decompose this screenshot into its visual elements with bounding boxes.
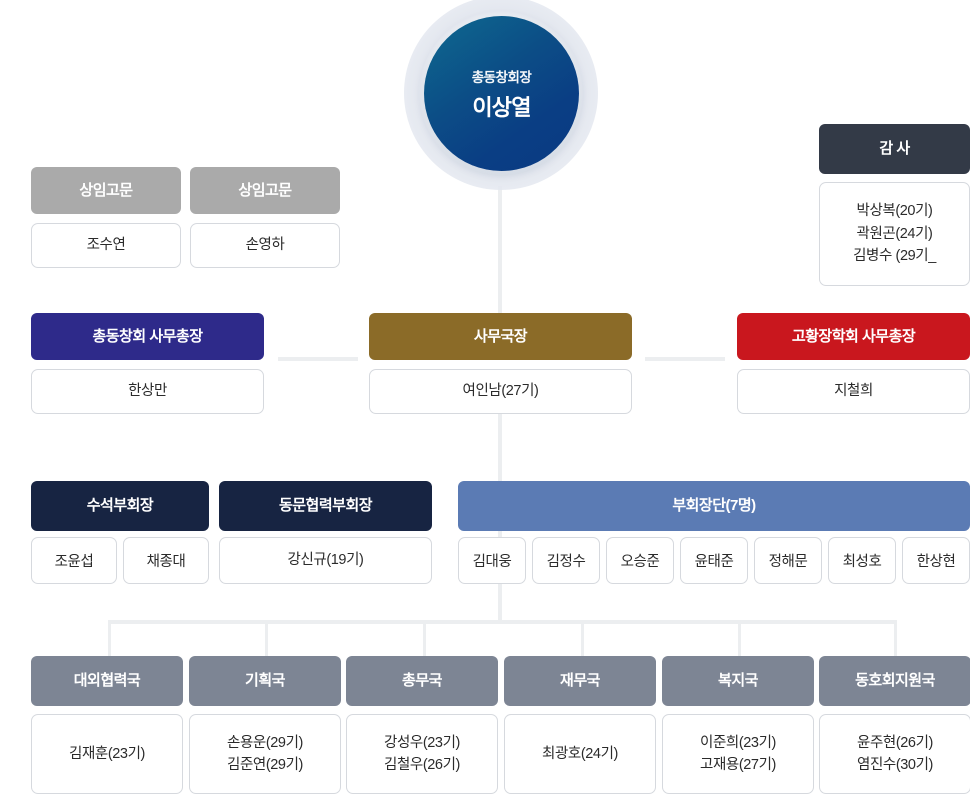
advisor-2-title: 상임고문: [238, 181, 292, 199]
chief-vicepresident-member: 조윤섭: [31, 537, 117, 584]
connector-drop-1: [108, 620, 111, 656]
connector-drop-4: [581, 620, 584, 656]
alumni-cooperation-vicepresident-title: 동문협력부회장: [278, 497, 373, 514]
connector-secretary-left: [278, 357, 358, 361]
department-members-daeoe: 김재훈(23기): [31, 714, 183, 794]
department-title: 동호회지원국: [855, 672, 935, 689]
department-title: 재무국: [560, 672, 600, 689]
vicepresident-group-member: 오승준: [606, 537, 674, 584]
department-member: 최광호(24기): [542, 745, 618, 762]
advisor-2-name: 손영하: [245, 237, 285, 254]
chief-vicepresident-title: 수석부회장: [86, 497, 154, 514]
department-members-donghohoe: 윤주현(26기) 염진수(30기): [819, 714, 970, 794]
auditor-title: 감 사: [879, 140, 910, 157]
connector-secretary-right: [645, 357, 725, 361]
office-director-name-box: 여인남(27기): [369, 369, 632, 414]
department-member: 이준희(23기): [700, 734, 776, 751]
department-member: 강성우(23기): [384, 734, 460, 751]
connector-department-bus: [110, 620, 896, 624]
president-role: 총동창회장: [471, 69, 532, 85]
vicepresident-group-title: 부회장단(7명): [672, 497, 756, 514]
advisor-1-title: 상임고문: [79, 181, 133, 199]
advisor-1-header[interactable]: 상임고문: [31, 167, 181, 214]
department-member: 김재훈(23기): [69, 745, 145, 762]
department-members-chongmu: 강성우(23기) 김철우(26기): [346, 714, 498, 794]
connector-drop-6: [894, 620, 897, 656]
department-member: 손용운(29기): [227, 734, 303, 751]
scholarship-secretary-header[interactable]: 고황장학회 사무총장: [737, 313, 970, 360]
auditor-member: 박상복(20기): [856, 203, 933, 220]
department-members-bokji: 이준희(23기) 고재용(27기): [662, 714, 814, 794]
auditor-header[interactable]: 감 사: [819, 124, 970, 174]
vicepresident-group-header[interactable]: 부회장단(7명): [458, 481, 970, 531]
department-header-donghohoe[interactable]: 동호회지원국: [819, 656, 970, 706]
office-director-title: 사무국장: [473, 327, 528, 345]
alumni-cooperation-vicepresident-name-box: 강신규(19기): [219, 537, 432, 584]
secretary-general-alumni-name: 한상만: [128, 383, 167, 400]
secretary-general-alumni-header[interactable]: 총동창회 사무총장: [31, 313, 264, 360]
department-header-daeoe[interactable]: 대외협력국: [31, 656, 183, 706]
scholarship-secretary-name-box: 지철희: [737, 369, 970, 414]
advisor-1-name-box: 조수연: [31, 223, 181, 268]
advisor-2-name-box: 손영하: [190, 223, 340, 268]
advisor-2-header[interactable]: 상임고문: [190, 167, 340, 214]
secretary-general-alumni-name-box: 한상만: [31, 369, 264, 414]
scholarship-secretary-title: 고황장학회 사무총장: [791, 327, 916, 345]
auditor-member: 김병수 (29기_: [853, 248, 936, 265]
chief-vicepresident-members: 조윤섭 채종대: [31, 537, 209, 584]
alumni-cooperation-vicepresident-name: 강신규(19기): [287, 552, 364, 569]
department-header-jaemu[interactable]: 재무국: [504, 656, 656, 706]
president-name: 이상열: [472, 94, 531, 120]
connector-drop-5: [738, 620, 741, 656]
secretary-general-alumni-title: 총동창회 사무총장: [92, 327, 203, 345]
connector-president-to-secretary: [498, 186, 502, 318]
department-title: 복지국: [718, 672, 758, 689]
office-director-name: 여인남(27기): [462, 383, 539, 400]
chief-vicepresident-member: 채종대: [123, 537, 209, 584]
connector-drop-2: [265, 620, 268, 656]
advisor-1-name: 조수연: [86, 237, 126, 254]
vicepresident-group-member: 김대웅: [458, 537, 526, 584]
vicepresident-group-member: 김정수: [532, 537, 600, 584]
auditor-member: 곽원곤(24기): [856, 225, 933, 242]
vicepresident-group-member: 정해문: [754, 537, 822, 584]
department-members-gihoek: 손용운(29기) 김준연(29기): [189, 714, 341, 794]
office-director-header[interactable]: 사무국장: [369, 313, 632, 360]
department-header-chongmu[interactable]: 총무국: [346, 656, 498, 706]
alumni-cooperation-vicepresident-header[interactable]: 동문협력부회장: [219, 481, 432, 531]
department-members-jaemu: 최광호(24기): [504, 714, 656, 794]
connector-drop-3: [423, 620, 426, 656]
department-member: 윤주현(26기): [857, 734, 933, 751]
vicepresident-group-members: 김대웅 김정수 오승준 윤태준 정해문 최성호 한상현: [458, 537, 970, 584]
vicepresident-group-member: 한상현: [902, 537, 970, 584]
department-member: 김철우(26기): [384, 757, 460, 773]
department-member: 고재용(27기): [700, 757, 776, 773]
department-title: 기획국: [245, 672, 285, 689]
department-member: 김준연(29기): [227, 757, 303, 773]
auditor-members-box: 박상복(20기) 곽원곤(24기) 김병수 (29기_: [819, 182, 970, 286]
vicepresident-group-member: 윤태준: [680, 537, 748, 584]
department-member: 염진수(30기): [857, 757, 933, 773]
scholarship-secretary-name: 지철희: [834, 383, 873, 400]
vicepresident-group-member: 최성호: [828, 537, 896, 584]
department-header-gihoek[interactable]: 기획국: [189, 656, 341, 706]
department-title: 대외협력국: [73, 672, 141, 689]
chief-vicepresident-header[interactable]: 수석부회장: [31, 481, 209, 531]
department-header-bokji[interactable]: 복지국: [662, 656, 814, 706]
department-title: 총무국: [402, 672, 442, 689]
president-node[interactable]: 총동창회장 이상열: [424, 16, 579, 171]
